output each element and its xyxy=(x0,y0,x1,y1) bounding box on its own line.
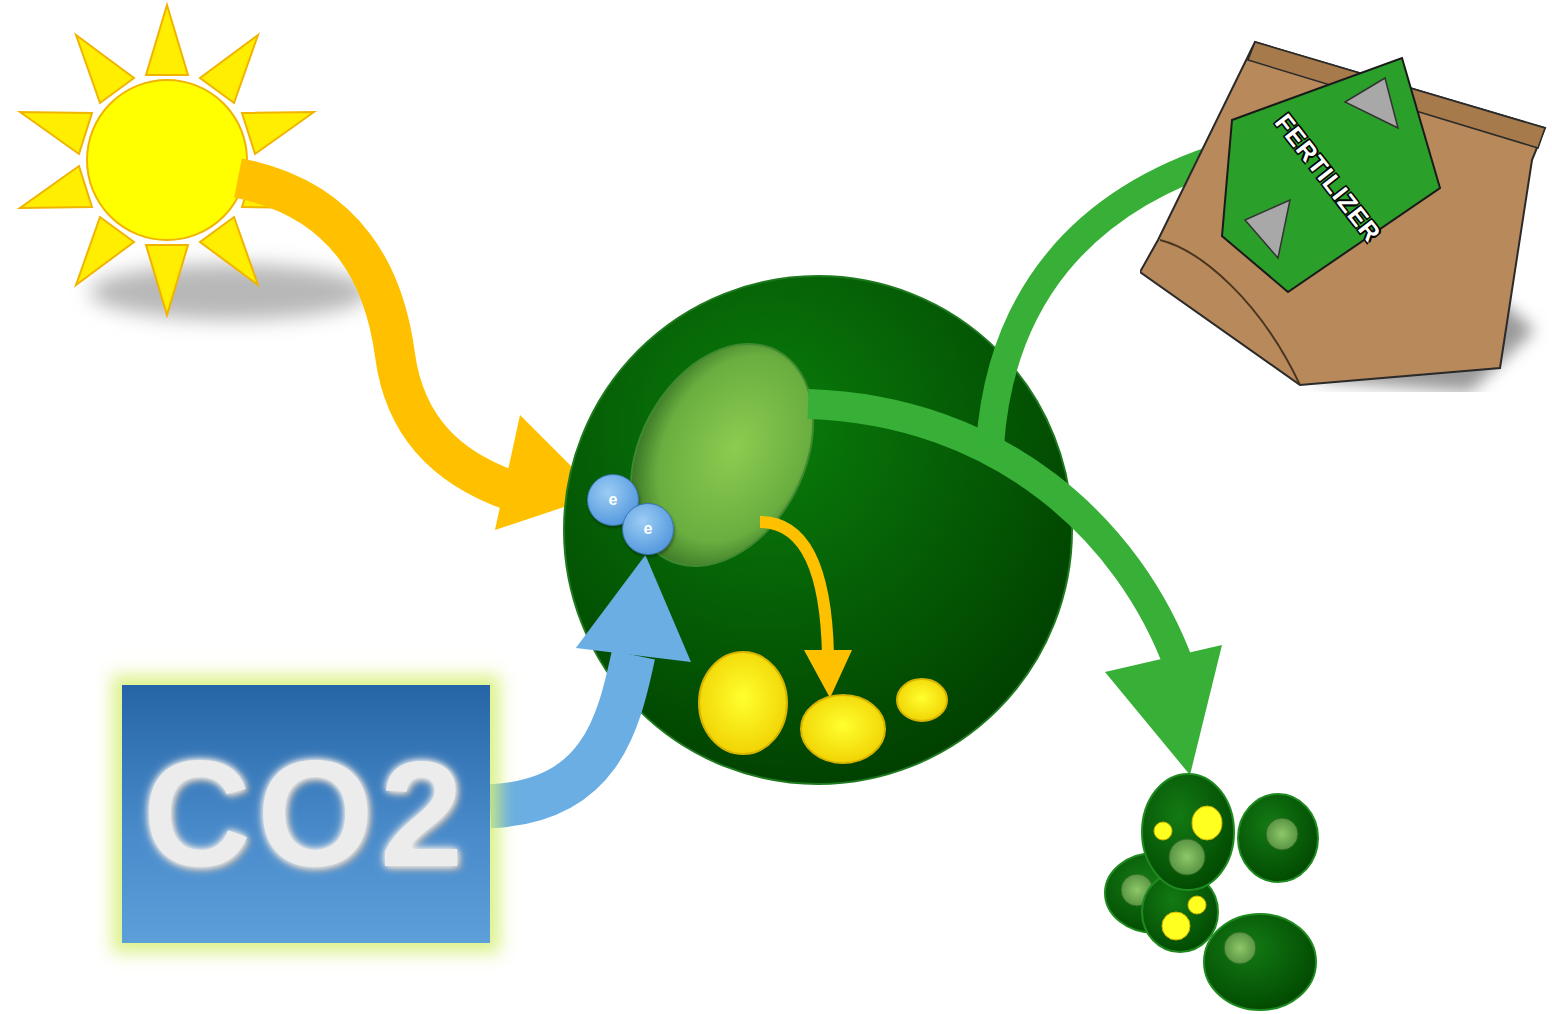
co2-label: CO2 xyxy=(143,728,469,901)
small-cell xyxy=(1142,774,1234,890)
co2-arrow xyxy=(490,555,691,806)
co2-box: CO2 xyxy=(122,685,490,943)
label-triangle xyxy=(1245,200,1290,258)
sun-ray xyxy=(146,245,188,315)
sun-shadow xyxy=(90,264,370,320)
daughter-cells xyxy=(1105,774,1318,1010)
oil-droplet xyxy=(1162,912,1190,940)
arrow-head xyxy=(1105,645,1222,775)
storage-arrow xyxy=(760,522,828,655)
oil-droplet xyxy=(699,652,787,754)
small-cell xyxy=(1238,794,1318,882)
small-nucleus xyxy=(1169,839,1205,875)
electron-label: e xyxy=(609,491,618,509)
oil-droplet xyxy=(1192,806,1222,840)
label-triangle xyxy=(1345,78,1398,128)
arrow-shaft xyxy=(490,655,633,806)
oil-droplet xyxy=(1188,896,1206,914)
oil-droplet xyxy=(1154,822,1172,840)
electron-label: e xyxy=(644,520,653,538)
sun-ray xyxy=(20,166,92,208)
fertilizer-bag: FERTILIZER xyxy=(1140,0,1552,392)
sun-ray xyxy=(146,5,188,75)
sun-ray xyxy=(20,112,92,154)
small-nucleus xyxy=(1224,932,1256,964)
sun-rays xyxy=(20,5,314,315)
bag-body xyxy=(1140,42,1545,385)
sun-ray xyxy=(242,112,314,154)
electron-circle: e xyxy=(622,503,674,555)
sun-disc xyxy=(87,80,247,240)
bag-label xyxy=(1222,58,1440,292)
oil-droplet xyxy=(801,695,885,763)
oil-droplet xyxy=(897,679,947,721)
small-nucleus xyxy=(1266,818,1298,850)
light-arrow xyxy=(238,178,515,492)
arrow-head xyxy=(804,650,852,698)
small-cell xyxy=(1204,914,1316,1010)
arrow-head xyxy=(576,555,691,662)
